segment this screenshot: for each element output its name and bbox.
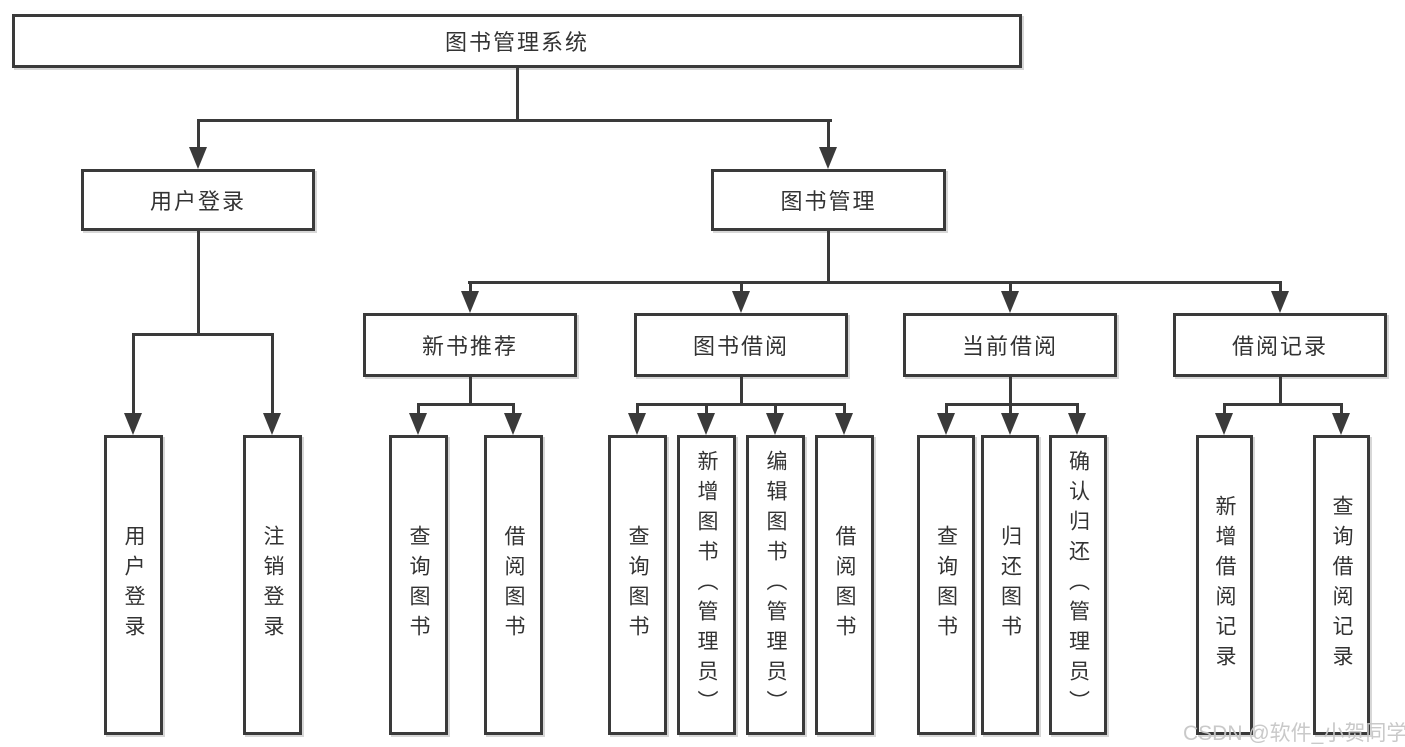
arrowhead-mgmt [819, 147, 837, 169]
node-borrow-record: 借阅记录 [1173, 313, 1387, 377]
leaf-return-books: 归还图书 [981, 435, 1039, 735]
leaf-user-login: 用户登录 [104, 435, 163, 735]
leaf-confirm-return-admin: 确认归还（管理员） [1049, 435, 1107, 735]
node-new-book-recommend-label: 新书推荐 [421, 334, 518, 359]
arrowhead-borrow-leaf3 [766, 413, 784, 435]
arrowhead-login [189, 147, 207, 169]
connector-record-leaf2-drop [1340, 403, 1343, 414]
leaf-return-books-label: 归还图书 [998, 525, 1022, 645]
leaf-borrow-books: 借阅图书 [815, 435, 874, 735]
leaf-add-borrow-record-label: 新增借阅记录 [1213, 495, 1236, 675]
node-current-borrow-label: 当前借阅 [961, 334, 1058, 359]
leaf-recommend-query-books-label: 查询图书 [407, 525, 430, 645]
node-current-borrow: 当前借阅 [903, 313, 1117, 377]
connector-record-leaf1-drop [1223, 403, 1226, 414]
arrowhead-borrow-leaf2 [697, 413, 715, 435]
connector-root-rail [197, 119, 832, 122]
arrowhead-current [1001, 291, 1019, 313]
leaf-borrow-books-label: 借阅图书 [833, 525, 856, 645]
arrowhead-record-leaf2 [1332, 413, 1350, 435]
node-book-borrow-label: 图书借阅 [692, 334, 789, 359]
arrowhead-recommend-leaf2 [504, 413, 522, 435]
leaf-logout-label: 注销登录 [261, 525, 284, 645]
arrowhead-borrow [732, 291, 750, 313]
leaf-current-query-books: 查询图书 [917, 435, 975, 735]
leaf-add-books-admin: 新增图书（管理员） [677, 435, 736, 735]
connector-record-drop [1279, 281, 1282, 293]
connector-login-leaf2-drop [271, 333, 274, 413]
connector-record-rail [1223, 403, 1342, 406]
connector-current-stem [1009, 377, 1012, 406]
connector-borrow-leaf1-drop [636, 403, 639, 414]
arrowhead-recommend [461, 291, 479, 313]
connector-borrow-drop [740, 281, 743, 293]
arrowhead-recommend-leaf1 [409, 413, 427, 435]
connector-current-leaf3-drop [1076, 403, 1079, 414]
connector-recommend-stem [469, 377, 472, 406]
connector-mgmt-drop [827, 119, 830, 149]
connector-current-rail [945, 403, 1079, 406]
connector-login-drop [197, 119, 200, 149]
connector-root-stem [516, 68, 519, 120]
arrowhead-current-leaf1 [937, 413, 955, 435]
connector-current-drop [1009, 281, 1012, 293]
leaf-confirm-return-admin-label: 确认归还（管理员） [1066, 450, 1090, 720]
arrowhead-record-leaf1 [1215, 413, 1233, 435]
node-book-borrow: 图书借阅 [634, 313, 848, 377]
connector-borrow-leaf2-drop [705, 403, 708, 414]
connector-login-rail [132, 333, 274, 336]
connector-recommend-drop [469, 281, 472, 293]
connector-mgmt-rail [468, 281, 1282, 284]
leaf-user-login-label: 用户登录 [122, 525, 145, 645]
connector-current-leaf2-drop [1009, 403, 1012, 414]
node-borrow-record-label: 借阅记录 [1231, 334, 1328, 359]
node-new-book-recommend: 新书推荐 [363, 313, 577, 377]
connector-borrow-stem [740, 377, 743, 406]
connector-recommend-rail [417, 403, 515, 406]
arrowhead-login-leaf1 [124, 413, 142, 435]
leaf-add-borrow-record: 新增借阅记录 [1196, 435, 1253, 735]
leaf-borrow-query-books-label: 查询图书 [626, 525, 649, 645]
node-user-login: 用户登录 [81, 169, 315, 231]
connector-record-stem [1279, 377, 1282, 406]
leaf-edit-books-admin-label: 编辑图书（管理员） [764, 450, 787, 720]
connector-borrow-rail [636, 403, 846, 406]
connector-current-leaf1-drop [945, 403, 948, 414]
leaf-add-books-admin-label: 新增图书（管理员） [695, 450, 718, 720]
leaf-logout: 注销登录 [243, 435, 302, 735]
arrowhead-current-leaf2 [1001, 413, 1019, 435]
connector-mgmt-stem [827, 231, 830, 283]
arrowhead-record [1271, 291, 1289, 313]
arrowhead-borrow-leaf4 [835, 413, 853, 435]
node-book-management-label: 图书管理 [780, 189, 877, 214]
leaf-borrow-query-books: 查询图书 [608, 435, 667, 735]
connector-recommend-leaf2-drop [512, 403, 515, 414]
connector-login-stem [197, 231, 200, 335]
arrowhead-borrow-leaf1 [628, 413, 646, 435]
leaf-current-query-books-label: 查询图书 [934, 525, 958, 645]
node-user-login-label: 用户登录 [149, 189, 246, 214]
node-root-label: 图书管理系统 [444, 30, 589, 55]
connector-login-leaf1-drop [132, 333, 135, 413]
leaf-recommend-borrow-books: 借阅图书 [484, 435, 543, 735]
leaf-recommend-borrow-books-label: 借阅图书 [502, 525, 525, 645]
arrowhead-current-leaf3 [1068, 413, 1086, 435]
connector-borrow-leaf3-drop [774, 403, 777, 414]
leaf-query-borrow-record: 查询借阅记录 [1313, 435, 1370, 735]
node-root: 图书管理系统 [12, 14, 1022, 68]
connector-recommend-leaf1-drop [417, 403, 420, 414]
leaf-query-borrow-record-label: 查询借阅记录 [1330, 495, 1353, 675]
arrowhead-login-leaf2 [263, 413, 281, 435]
node-book-management: 图书管理 [711, 169, 946, 231]
connector-borrow-leaf4-drop [843, 403, 846, 414]
leaf-recommend-query-books: 查询图书 [389, 435, 448, 735]
csdn-watermark: CSDN @软件_小贺同学 [1183, 722, 1405, 745]
leaf-edit-books-admin: 编辑图书（管理员） [746, 435, 805, 735]
